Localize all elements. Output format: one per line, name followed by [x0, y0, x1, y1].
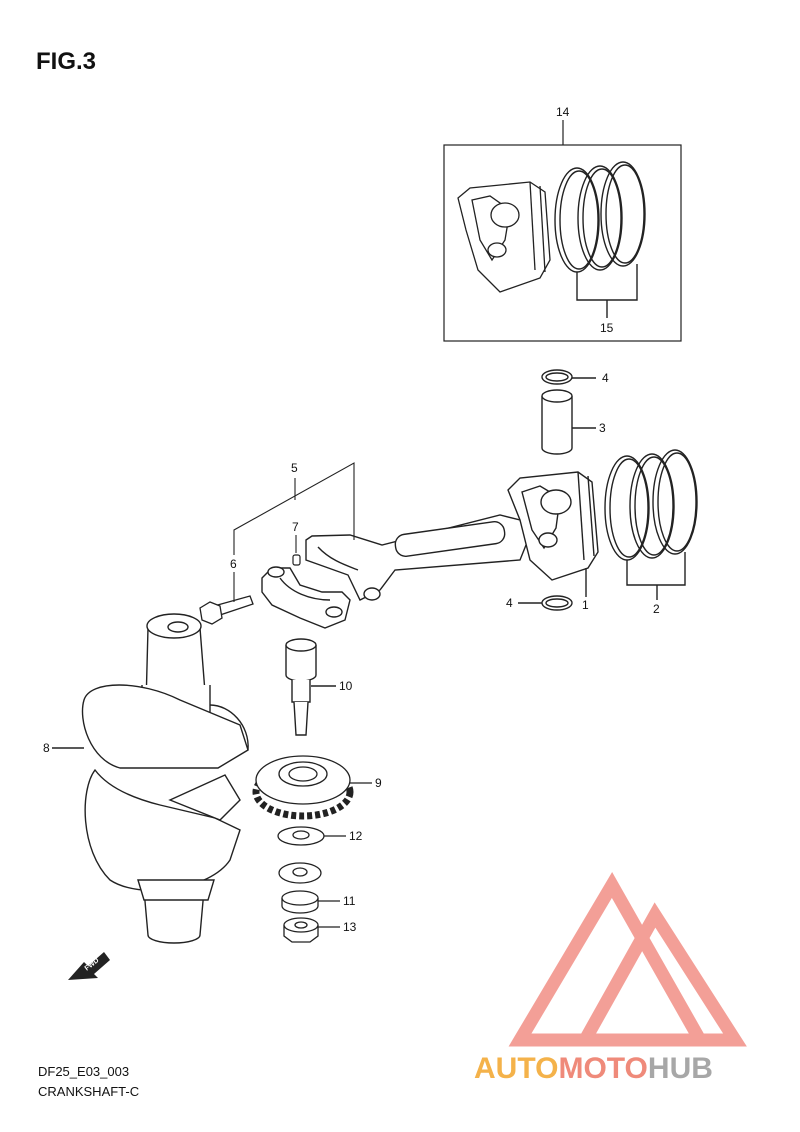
piston-pin-circlip	[518, 369, 596, 611]
washer-11	[278, 862, 340, 914]
piston-kit-rings	[554, 161, 646, 318]
dowel-pin	[292, 554, 301, 566]
connecting-rod-cap	[261, 566, 351, 629]
main-piston-rings	[604, 449, 698, 600]
part-label-11: 11	[343, 894, 356, 908]
washer-12	[277, 826, 346, 846]
piston-kit-box	[443, 120, 682, 342]
part-label-1: 1	[582, 598, 589, 612]
part-label-10: 10	[339, 679, 353, 693]
part-label-14: 14	[556, 105, 570, 119]
crankshaft	[52, 613, 249, 944]
piston-kit-piston	[457, 181, 551, 293]
part-label-6: 6	[230, 557, 237, 571]
part-label-13: 13	[343, 920, 357, 934]
part-label-15: 15	[600, 321, 614, 335]
part-label-5: 5	[291, 461, 298, 475]
part-label-4-top: 4	[602, 371, 609, 385]
part-label-9: 9	[375, 776, 382, 790]
part-label-4-bottom: 4	[506, 596, 513, 610]
drawing-name: CRANKSHAFT-C	[38, 1084, 140, 1099]
watermark-moto: MOTO	[558, 1052, 648, 1085]
part-label-2: 2	[653, 602, 660, 616]
rod-group-leaders	[233, 462, 355, 602]
connecting-rod	[305, 514, 529, 601]
crankshaft-bolt	[285, 638, 336, 736]
drawing-code: DF25_E03_003	[38, 1064, 130, 1079]
watermark-auto: AUTO	[474, 1052, 559, 1085]
watermark-brand: AUTOMOTOHUB	[474, 1052, 713, 1086]
figure-title: FIG.3	[36, 48, 97, 75]
main-piston	[507, 471, 599, 597]
rod-bolt	[199, 595, 254, 625]
part-label-12: 12	[349, 829, 363, 843]
piston-pin	[541, 389, 596, 455]
part-label-8: 8	[43, 741, 50, 755]
forward-arrow-icon	[68, 952, 110, 980]
part-label-3: 3	[599, 421, 606, 435]
watermark-hub: HUB	[647, 1052, 713, 1085]
nut-13	[283, 917, 340, 943]
watermark-logo	[508, 872, 747, 1047]
crankshaft-gear	[252, 755, 372, 820]
part-label-7: 7	[292, 520, 299, 534]
